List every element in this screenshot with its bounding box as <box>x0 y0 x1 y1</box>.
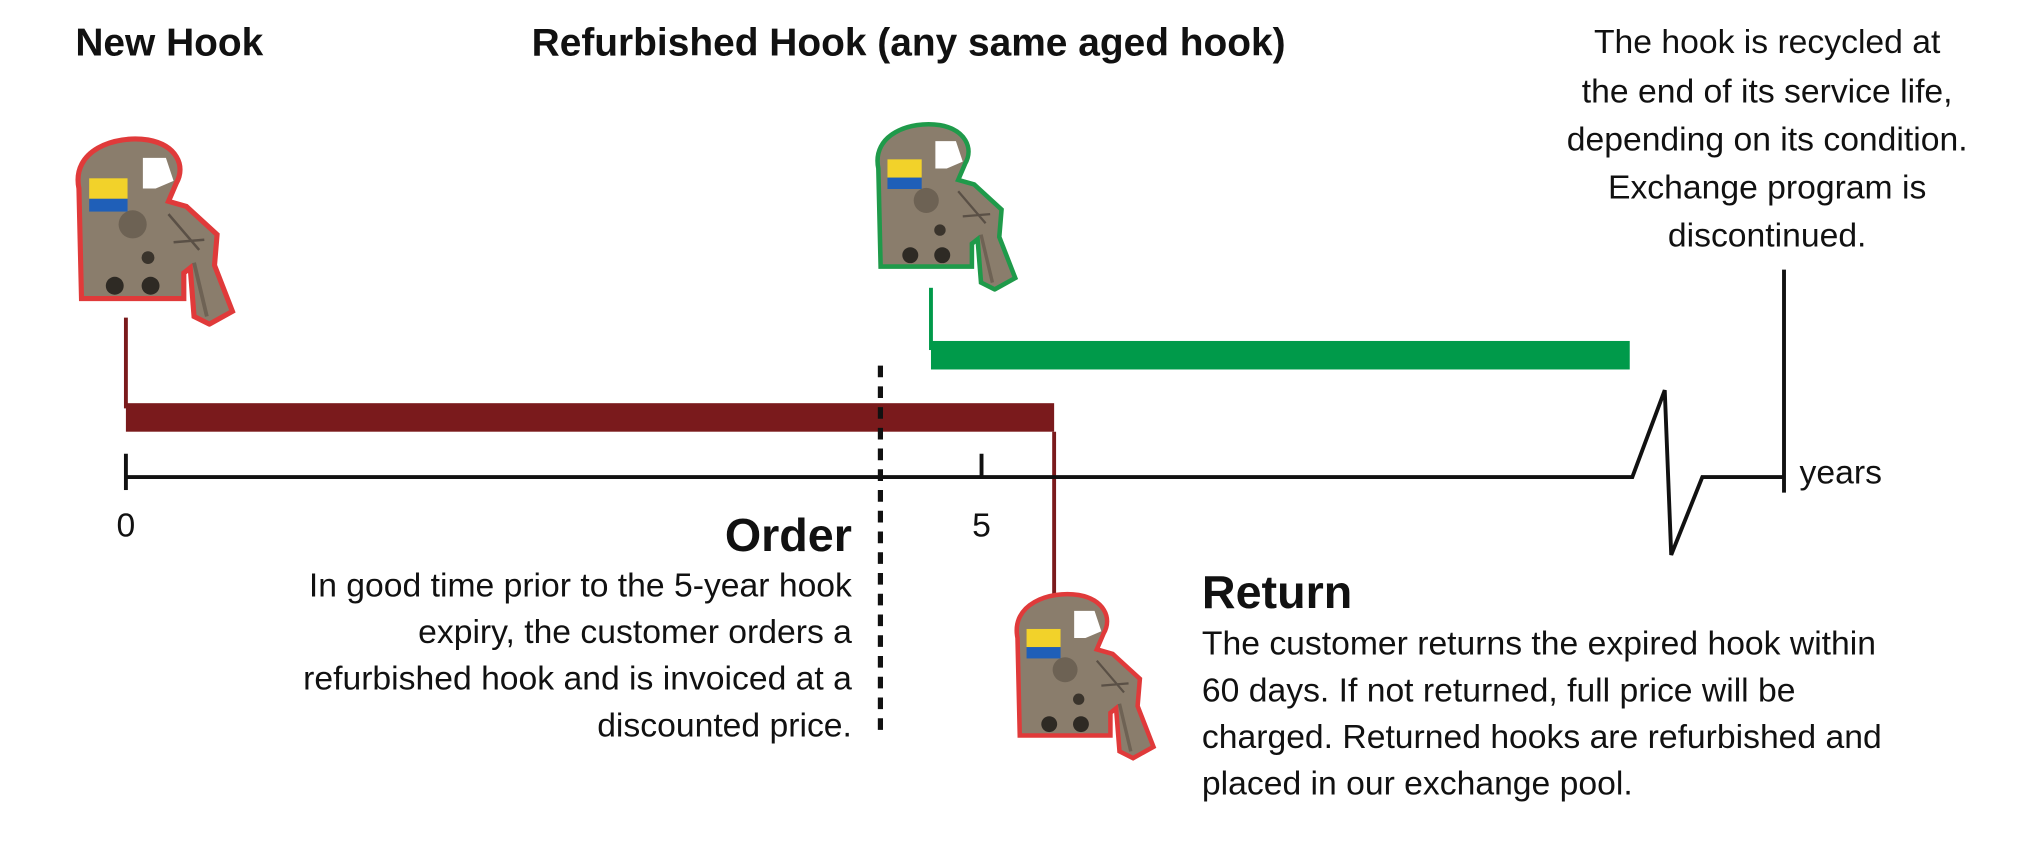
order-line: In good time prior to the 5-year hook <box>309 566 852 604</box>
order-line: discounted price. <box>597 706 852 744</box>
end-of-life-note: The hook is recycled at the end of its s… <box>1567 23 1968 254</box>
new-hook-heading: New Hook <box>75 22 263 65</box>
refurbished-hook-image <box>878 124 1016 289</box>
return-title: Return <box>1202 566 1352 618</box>
note-line: depending on its condition. <box>1567 120 1968 158</box>
return-section: Return The customer returns the expired … <box>1202 566 1882 803</box>
order-line: expiry, the customer orders a <box>418 613 852 651</box>
order-section: Order In good time prior to the 5-year h… <box>303 509 852 744</box>
return-line: 60 days. If not returned, full price wil… <box>1202 671 1796 709</box>
refurbished-hook-heading: Refurbished Hook (any same aged hook) <box>532 22 1286 65</box>
axis-unit-label: years <box>1800 454 1882 492</box>
note-line: The hook is recycled at <box>1594 23 1941 61</box>
returned-hook-image <box>1017 594 1154 758</box>
tick-label-0: 0 <box>117 507 136 545</box>
note-line: Exchange program is <box>1608 168 1926 206</box>
order-line: refurbished hook and is invoiced at a <box>303 660 852 698</box>
timeline-axis <box>125 389 1785 556</box>
note-line: the end of its service life, <box>1582 72 1953 110</box>
note-line: discontinued. <box>1668 216 1867 254</box>
new-hook-image <box>78 139 232 324</box>
return-line: placed in our exchange pool. <box>1202 765 1633 803</box>
tick-label-5: 5 <box>972 507 991 545</box>
order-title: Order <box>725 509 852 561</box>
return-line: charged. Returned hooks are refurbished … <box>1202 718 1882 756</box>
refurbished-hook-service-bar <box>930 340 1630 370</box>
return-line: The customer returns the expired hook wi… <box>1202 625 1876 663</box>
new-hook-service-bar <box>125 403 1055 432</box>
